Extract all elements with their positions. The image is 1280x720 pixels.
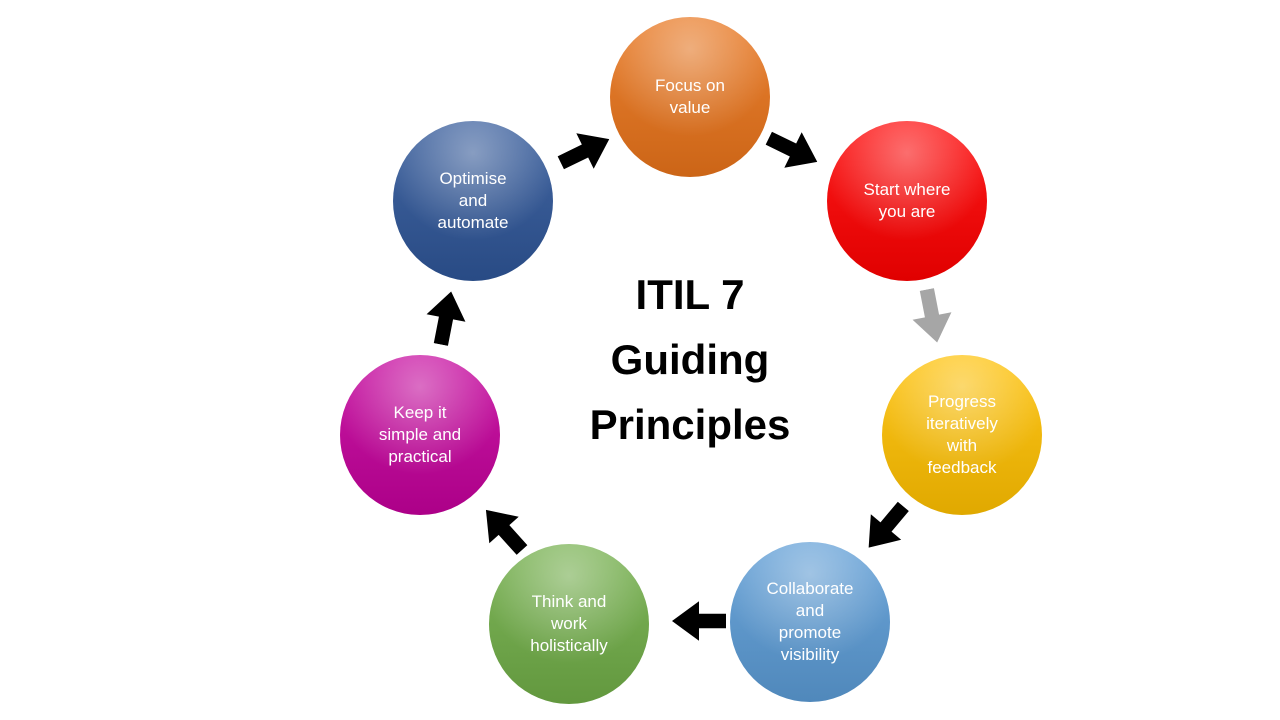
principle-label: Collaborate and promote visibility [766,578,854,665]
arrow-focus-to-start-icon [760,120,826,180]
arrow-progress-to-collaborate-icon [853,493,918,560]
principle-label: Keep it simple and practical [378,402,462,467]
principle-label: Start where you are [863,179,951,221]
arrow-optimise-to-focus-icon [552,121,618,181]
principle-collaborate-and-promote-visibility: Collaborate and promote visibility [730,542,890,702]
arrow-keep-to-optimise-icon [421,288,471,349]
principle-label: Think and work holistically [530,591,608,656]
arrow-start-to-progress-icon [907,286,957,347]
principle-progress-iteratively-with-feedback: Progress iteratively with feedback [882,355,1042,515]
principle-keep-it-simple-and-practical: Keep it simple and practical [340,355,500,515]
principle-label: Focus on value [655,75,725,117]
principle-think-and-work-holistically: Think and work holistically [489,544,649,704]
arrow-think-to-keep-icon [471,497,537,564]
principle-focus-on-value: Focus on value [610,17,770,177]
principle-label: Progress iteratively with feedback [926,391,998,478]
arrow-collaborate-to-think-icon [672,601,726,641]
principle-optimise-and-automate: Optimise and automate [393,121,553,281]
diagram-title: ITIL 7 Guiding Principles [589,271,791,449]
principle-start-where-you-are: Start where you are [827,121,987,281]
principle-label: Optimise and automate [437,168,509,233]
